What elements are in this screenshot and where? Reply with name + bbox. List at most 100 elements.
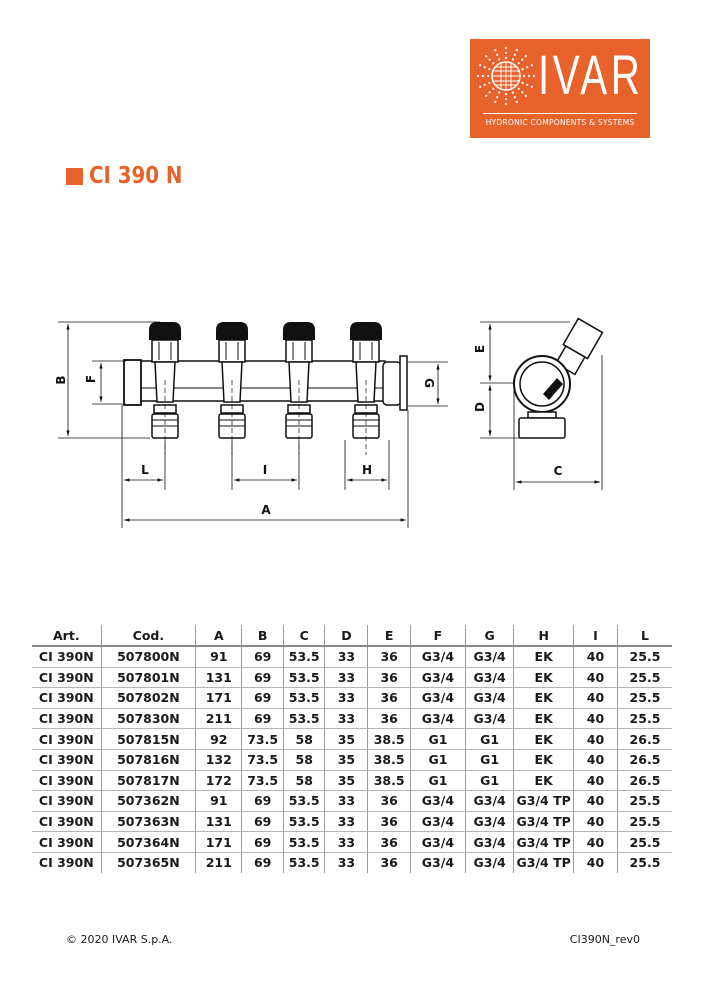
logo-ray-dot xyxy=(479,64,482,67)
table-cell: 69 xyxy=(241,708,284,730)
dim-label-a: A xyxy=(261,503,271,517)
table-cell: CI 390N xyxy=(38,855,94,871)
table-cell: 53.5 xyxy=(282,646,325,668)
table-cell: 171 xyxy=(195,687,242,709)
logo-ray-dot xyxy=(517,62,520,65)
table-cell: 40 xyxy=(573,687,618,709)
table-cell: G3/4 xyxy=(464,646,514,668)
table-cell: EK xyxy=(513,646,574,668)
table-cell: G3/4 TP xyxy=(513,852,574,873)
table-cell: 25.5 xyxy=(616,831,672,853)
table-cell: 69 xyxy=(241,667,284,689)
dim-label-h: H xyxy=(362,463,372,477)
logo-ray-dot xyxy=(485,55,488,58)
table-cell: 25.5 xyxy=(616,646,672,668)
table-cell: 40 xyxy=(573,811,618,833)
column-header: L xyxy=(616,625,672,647)
manifold-front-view xyxy=(123,321,408,456)
table-cell: 507817N xyxy=(100,770,196,792)
globe-sun-icon xyxy=(476,46,536,106)
table-cell: G3/4 xyxy=(464,790,514,812)
table-cell: 53.5 xyxy=(282,811,325,833)
table-cell: 36 xyxy=(367,646,411,668)
table-cell: G3/4 TP xyxy=(513,790,574,812)
column-header: G xyxy=(464,625,514,647)
logo-ray-dot xyxy=(483,66,486,69)
logo-ray-dot xyxy=(513,53,516,56)
table-cell: 25.5 xyxy=(616,687,672,709)
logo-ray-dot xyxy=(504,51,508,55)
logo-ray-dot xyxy=(532,74,536,78)
dim-label-d: D xyxy=(473,402,487,412)
logo-ray-dot xyxy=(504,92,508,96)
dim-label-i: I xyxy=(263,463,267,477)
table-cell: G3/4 xyxy=(464,708,514,730)
table-cell: 33 xyxy=(324,646,368,668)
column-header: D xyxy=(324,625,368,647)
table-cell: 69 xyxy=(241,852,284,873)
table-cell: G3/4 xyxy=(409,831,466,853)
logo-ray-dot xyxy=(488,91,491,94)
table-cell: 507802N xyxy=(100,687,196,709)
logo-ray-dot xyxy=(527,74,531,78)
dimension-lines xyxy=(58,321,603,528)
table-cell: G3/4 xyxy=(409,852,466,873)
logo-ray-dot xyxy=(521,58,524,61)
table-cell: 25.5 xyxy=(616,708,672,730)
product-title-text: CI 390 N xyxy=(89,163,183,189)
table-cell: G3/4 xyxy=(464,811,514,833)
table-cell: 40 xyxy=(573,646,618,668)
table-cell: CI 390N xyxy=(32,646,102,668)
table-cell: 53.5 xyxy=(282,852,325,873)
table-cell: 33 xyxy=(324,831,368,853)
logo-ray-dot xyxy=(524,94,527,97)
table-cell: 69 xyxy=(241,811,284,833)
table-cell: 36 xyxy=(367,852,411,873)
table-cell: G1 xyxy=(464,728,514,750)
table-cell: 33 xyxy=(324,708,368,730)
table-cell: 35 xyxy=(324,770,368,792)
table-cell: 69 xyxy=(241,790,284,812)
table-cell: 131 xyxy=(195,811,242,833)
table-cell: G3/4 TP xyxy=(513,831,574,853)
ivar-logo: IVAR HYDRONIC COMPONENTS & SYSTEMS xyxy=(470,39,650,138)
table-cell: 35 xyxy=(324,749,368,771)
column-header: C xyxy=(282,625,325,647)
logo-ray-dot xyxy=(524,55,527,58)
table-cell: 132 xyxy=(195,749,242,771)
table-cell: CI 390N xyxy=(32,749,102,771)
logo-ray-dot xyxy=(492,62,495,65)
table-cell: 33 xyxy=(324,852,368,873)
table-cell: G3/4 xyxy=(409,687,466,709)
table-cell: 40 xyxy=(573,770,618,792)
logo-ray-dot xyxy=(504,102,508,106)
column-header: E xyxy=(367,625,411,647)
table-cell: 36 xyxy=(367,831,411,853)
logo-tagline: HYDRONIC COMPONENTS & SYSTEMS xyxy=(485,118,635,127)
logo-ray-dot xyxy=(521,81,524,84)
logo-divider xyxy=(483,113,637,114)
table-cell: EK xyxy=(513,667,574,689)
table-cell: G1 xyxy=(464,749,514,771)
table-cell: 33 xyxy=(324,790,368,812)
table-cell: 507365N xyxy=(100,852,196,873)
table-cell: 36 xyxy=(367,687,411,709)
table-cell: EK xyxy=(513,770,574,792)
logo-ray-dot xyxy=(530,85,533,88)
table-cell: 507800N xyxy=(100,646,196,668)
table-cell: 33 xyxy=(324,687,368,709)
table-cell: CI 390N xyxy=(32,770,102,792)
table-cell: 53.5 xyxy=(282,790,325,812)
table-cell: 507815N xyxy=(100,728,196,750)
logo-ray-dot xyxy=(511,58,514,61)
logo-ray-dot xyxy=(521,68,524,71)
dim-label-g: G xyxy=(422,378,436,388)
dim-label-c: C xyxy=(554,464,563,478)
title-bullet-square xyxy=(66,167,83,185)
